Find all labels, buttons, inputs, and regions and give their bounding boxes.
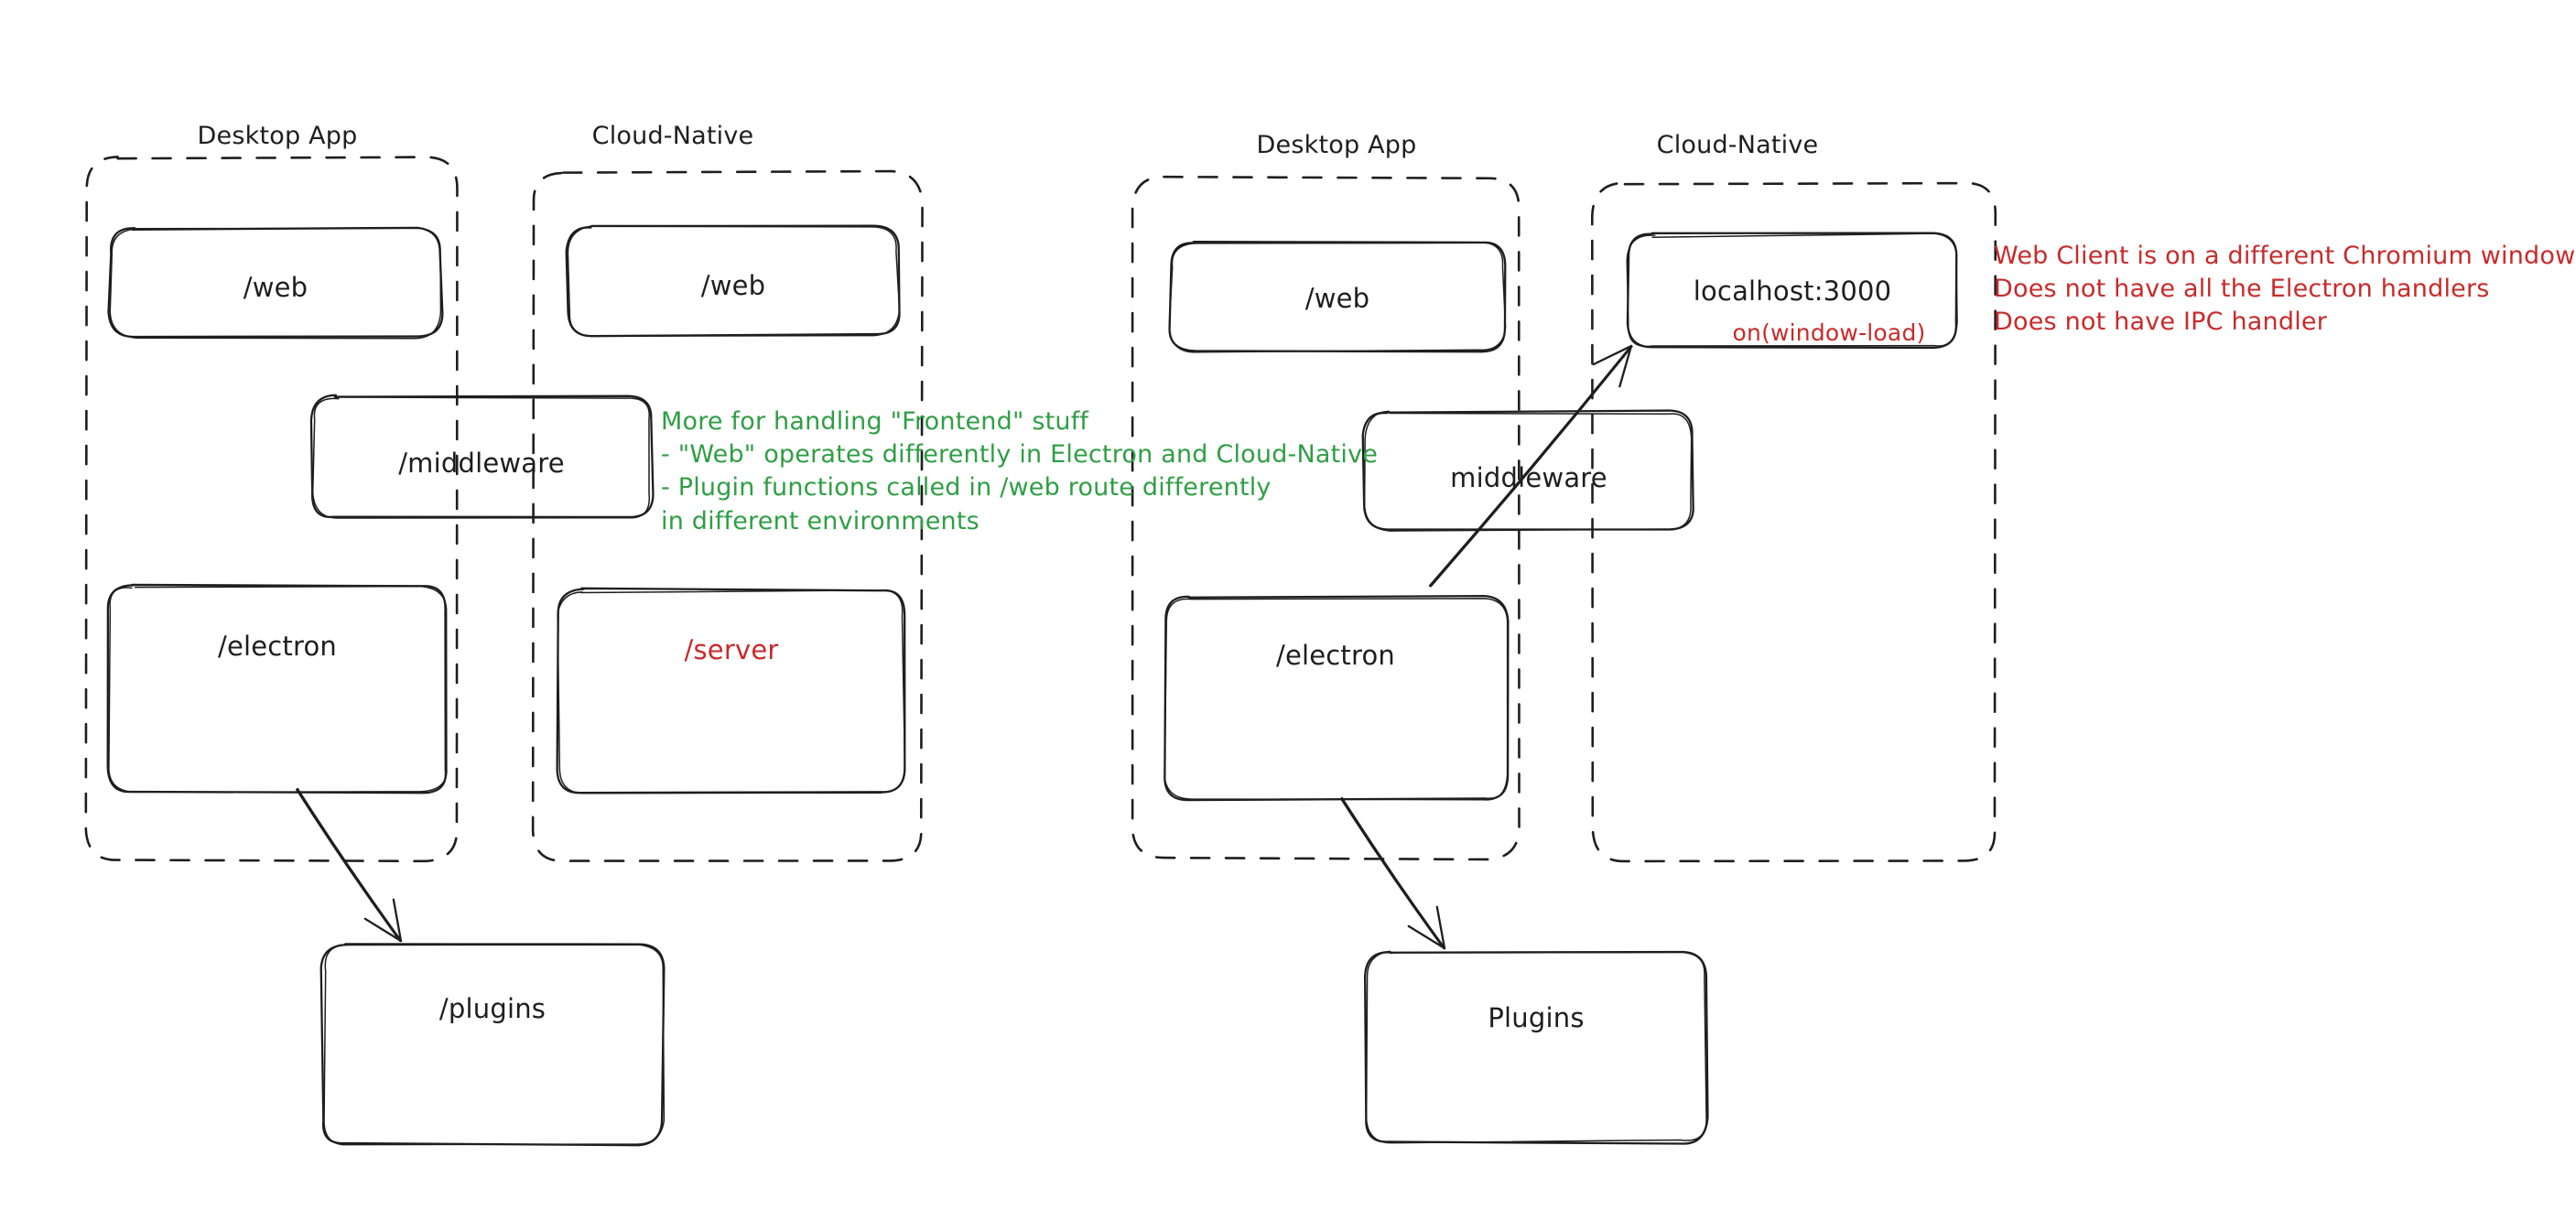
right-middleware-label: middleware [1450, 462, 1607, 493]
right-electron-outline-pass2 [1164, 598, 1509, 801]
red-note-line-2: Does not have all the Electron handlers [1994, 275, 2490, 304]
right-cloud-native-title: Cloud-Native [1656, 131, 1819, 159]
right-desktop-app-title: Desktop App [1256, 131, 1417, 159]
right-plugins-label: Plugins [1488, 1002, 1585, 1033]
left-server-outline [556, 587, 906, 794]
green-note-line-1: More for handling "Frontend" stuff [661, 407, 1089, 436]
right-electron-to-localhost-shaft [1428, 344, 1633, 588]
left-middleware-label: /middleware [398, 448, 565, 479]
left-web-desktop-outline-pass2 [109, 227, 442, 340]
right-electron-label: /electron [1275, 640, 1396, 671]
left-cloud-native-frame [531, 169, 924, 862]
right-electron-to-localhost-head-barb-2 [1592, 344, 1633, 366]
left-electron-outline [106, 583, 448, 794]
left-electron-to-plugins-head-barb-2 [392, 898, 403, 943]
left-desktop-app-frame [84, 156, 459, 863]
red-note-line-1: Web Client is on a different Chromium wi… [1994, 242, 2576, 270]
red-note: Web Client is on a different Chromium wi… [1994, 240, 2575, 340]
right-electron-to-plugins-head-barb-1 [1407, 924, 1446, 950]
right-localhost-sublabel: on(window-load) [1732, 319, 1926, 346]
left-electron-to-plugins-head-barb-1 [363, 917, 403, 943]
left-web-cloud-outline [565, 224, 901, 338]
green-note-line-2: - "Web" operates differently in Electron… [661, 440, 1379, 470]
right-web-outline-pass2 [1168, 241, 1507, 353]
left-server-outline-pass2 [557, 589, 906, 794]
right-electron-to-plugins-head-barb-2 [1435, 905, 1446, 950]
left-server-label: /server [684, 634, 779, 665]
right-web-label: /web [1304, 283, 1370, 314]
left-electron-label: /electron [217, 631, 338, 662]
left-web-desktop-outline [107, 226, 444, 339]
left-web-desktop-label: /web [243, 272, 308, 303]
left-plugins-label: /plugins [438, 993, 547, 1024]
right-middleware-outline-pass2 [1363, 410, 1693, 532]
green-note-line-3: - Plugin functions called in /web route … [661, 473, 1272, 503]
green-note: More for handling "Frontend" stuff - "Web… [661, 405, 1378, 538]
right-plugins-outline-pass2 [1365, 950, 1707, 1144]
left-electron-to-plugins-shaft [296, 787, 403, 943]
left-desktop-app-title: Desktop App [197, 122, 358, 150]
left-plugins-outline [319, 943, 666, 1147]
left-middleware-outline-pass2 [311, 396, 651, 519]
left-electron-to-plugins-shaft-pass2 [295, 788, 401, 943]
right-electron-to-plugins-shaft-pass2 [1339, 797, 1445, 950]
left-electron-outline-pass2 [108, 585, 448, 794]
right-localhost-label: localhost:3000 [1693, 276, 1892, 307]
left-plugins-outline-pass2 [323, 944, 666, 1146]
left-middleware-outline [309, 394, 655, 519]
left-web-cloud-label: /web [700, 270, 766, 301]
left-web-cloud-outline-pass2 [567, 225, 901, 337]
left-cloud-native-title: Cloud-Native [591, 122, 754, 150]
right-electron-to-plugins-shaft [1340, 796, 1446, 950]
right-plugins-outline [1363, 950, 1709, 1145]
right-electron-outline [1164, 594, 1510, 802]
right-electron-to-localhost-shaft-pass2 [1430, 345, 1633, 588]
right-electron-to-localhost-head-barb-1 [1618, 344, 1633, 388]
red-note-line-3: Does not have IPC handler [1994, 308, 2328, 337]
right-localhost-outline-pass2 [1626, 232, 1958, 348]
right-desktop-app-frame [1131, 175, 1521, 861]
green-note-line-4: in different environments [661, 506, 980, 535]
right-cloud-native-frame [1590, 181, 1997, 863]
